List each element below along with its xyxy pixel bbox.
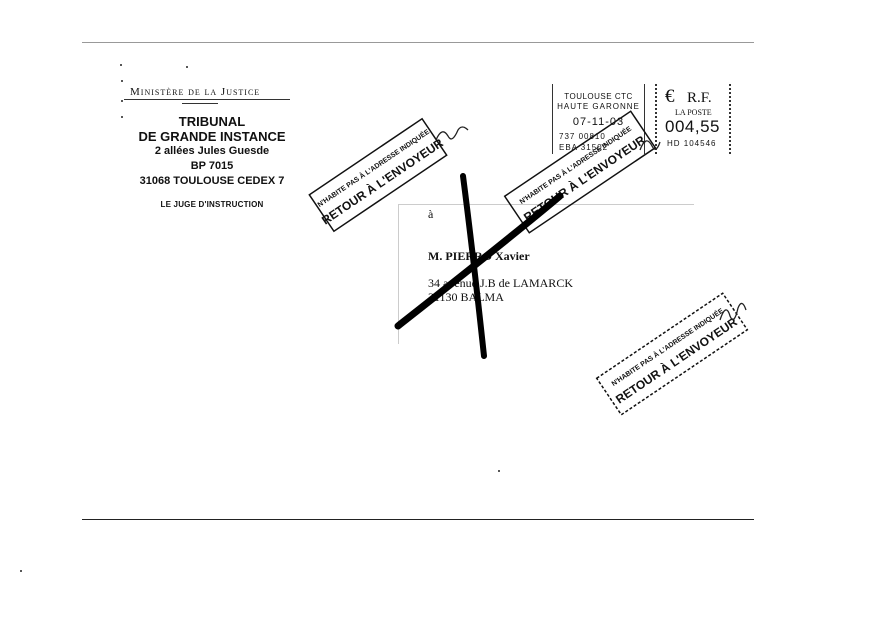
court-name-line1: TRIBUNAL (178, 114, 246, 129)
postmark: TOULOUSE CTC HAUTE GARONNE 07-11-03 737 … (552, 84, 645, 154)
scan-speck (120, 64, 122, 66)
recipient-name: M. PIERRO Xavier (428, 249, 530, 263)
postmark-office-line2: HAUTE GARONNE (557, 102, 640, 111)
envelope-top-edge (82, 42, 754, 43)
ministry-underline-short (182, 103, 218, 104)
postage-serial: HD 104546 (667, 139, 717, 148)
scan-speck (121, 100, 123, 102)
scan-speck (20, 570, 22, 572)
signature-scribble (435, 126, 469, 141)
postmark-office-line1: TOULOUSE CTC (564, 92, 633, 101)
postmark-code-line1: 737 00810 (559, 132, 606, 141)
postage-amount: 004,55 (665, 117, 720, 136)
postage-carrier: LA POSTE (675, 108, 712, 117)
signature-scribble (719, 302, 747, 321)
scan-speck (121, 80, 123, 82)
sender-role: LE JUGE D'INSTRUCTION (160, 200, 264, 209)
address-window (398, 204, 694, 344)
postage-stamp: € R.F. LA POSTE 004,55 HD 104546 (655, 84, 731, 154)
recipient-address-line1: 34 avenue J.B de LAMARCK (428, 276, 573, 290)
recipient-prefix: à (428, 207, 434, 221)
sender-block: TRIBUNAL DE GRANDE INSTANCE 2 allées Jul… (112, 114, 312, 189)
scan-speck (186, 66, 188, 68)
address-window-top (398, 204, 694, 205)
envelope-bottom-edge (82, 519, 754, 520)
euro-icon: € (665, 86, 675, 107)
postage-rf: R.F. (687, 90, 712, 106)
ministry-underline (124, 99, 290, 100)
scan-speck (498, 470, 500, 472)
ministry-name: Ministère de la Justice (130, 86, 261, 98)
scan-speck (121, 116, 123, 118)
sender-address-line2: BP 7015 (190, 160, 234, 172)
postmark-code-line2: EBA 31502 (559, 143, 609, 152)
sender-address-line3: 31068 TOULOUSE CEDEX 7 (139, 175, 285, 187)
return-stamp-left-line1: N'HABITE PAS À L'ADRESSE INDIQUÉE (316, 127, 432, 209)
address-window-left (398, 204, 399, 344)
court-name-line2: DE GRANDE INSTANCE (138, 129, 286, 144)
sender-address-line1: 2 allées Jules Guesde (154, 145, 270, 157)
postmark-date: 07-11-03 (572, 116, 625, 128)
recipient-address-line2: 31130 BALMA (428, 290, 504, 304)
